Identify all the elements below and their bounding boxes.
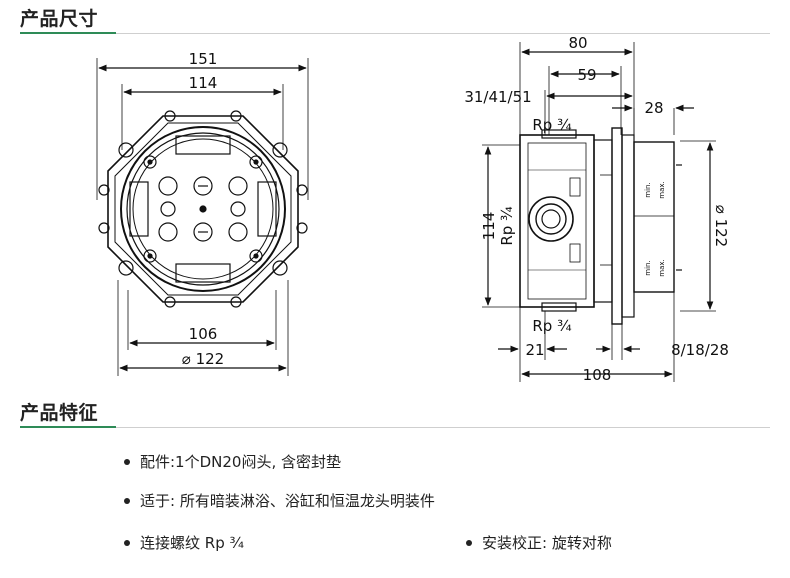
side-dim-8-18-28: 8/18/28 xyxy=(671,341,729,359)
front-dim-114: 114 xyxy=(189,74,218,92)
features-title: 产品特征 xyxy=(20,402,99,424)
side-view xyxy=(482,42,716,382)
side-rp-left: Rp ¾ xyxy=(498,206,516,246)
bullet-icon xyxy=(124,458,130,465)
side-dim-31-41-51: 31/41/51 xyxy=(464,88,531,106)
side-rp-top: Rp ¾ xyxy=(532,116,572,134)
feature-item: 配件:1个DN20闷头, 含密封垫 xyxy=(124,451,341,472)
side-dim-122: ⌀ 122 xyxy=(712,205,730,247)
feature-item: 连接螺纹 Rp ¾ xyxy=(124,532,244,553)
front-dim-151: 151 xyxy=(189,50,218,68)
side-dim-59: 59 xyxy=(577,66,596,84)
side-dim-80: 80 xyxy=(568,34,587,52)
dimensions-rule xyxy=(20,33,770,34)
feature-text: 安装校正: 旋转对称 xyxy=(482,534,612,552)
side-label-max-top: max. xyxy=(658,181,666,198)
bullet-icon xyxy=(124,497,130,504)
feature-text: 连接螺纹 Rp ¾ xyxy=(140,534,245,552)
side-label-min-bottom: min. xyxy=(644,260,652,275)
features-accent xyxy=(20,426,116,428)
feature-item: 安装校正: 旋转对称 xyxy=(466,532,612,553)
dimensions-title: 产品尺寸 xyxy=(20,8,99,30)
technical-drawing: 151 114 106 ⌀ 122 xyxy=(96,34,730,382)
features-rule xyxy=(20,427,770,428)
side-dim-21: 21 xyxy=(525,341,544,359)
front-dim-106: 106 xyxy=(189,325,218,343)
side-dim-108: 108 xyxy=(583,366,612,382)
feature-text: 配件:1个DN20闷头, 含密封垫 xyxy=(140,453,341,471)
feature-text: 适于: 所有暗装淋浴、浴缸和恒温龙头明装件 xyxy=(140,492,435,510)
side-dim-28: 28 xyxy=(644,99,663,117)
feature-item: 适于: 所有暗装淋浴、浴缸和恒温龙头明装件 xyxy=(124,490,435,511)
bullet-icon xyxy=(466,539,472,546)
side-dim-114: 114 xyxy=(480,212,498,241)
front-view xyxy=(96,58,309,376)
bullet-icon xyxy=(124,539,130,546)
side-label-min-top: min. xyxy=(644,182,652,197)
front-dim-122: ⌀ 122 xyxy=(182,350,224,368)
side-rp-bottom: Rp ¾ xyxy=(532,317,572,335)
side-label-max-bottom: max. xyxy=(658,259,666,276)
dimensions-accent xyxy=(20,32,116,34)
